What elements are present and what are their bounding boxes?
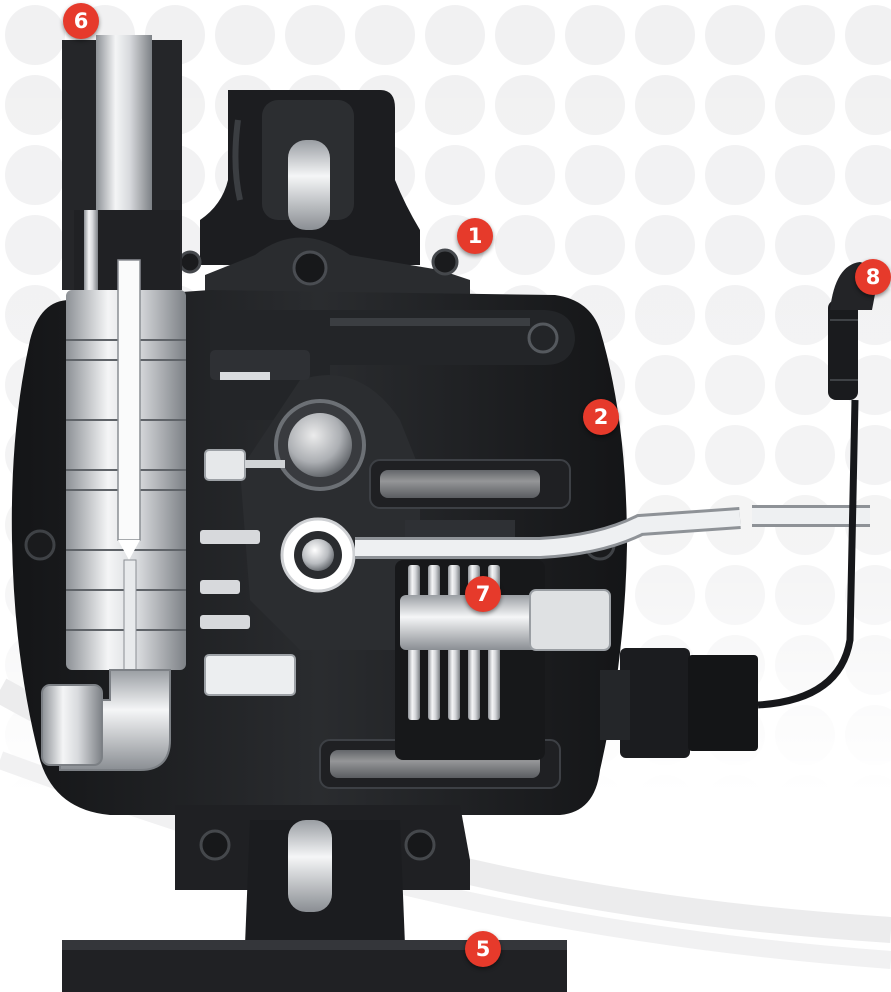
callout-7[interactable]: 7 bbox=[465, 576, 501, 612]
callout-7-label: 7 bbox=[475, 581, 491, 606]
callout-2-label: 2 bbox=[593, 404, 609, 429]
callout-5[interactable]: 5 bbox=[465, 931, 501, 967]
callout-2[interactable]: 2 bbox=[583, 399, 619, 435]
callout-8-label: 8 bbox=[865, 264, 881, 289]
valve-stack bbox=[41, 35, 186, 771]
callout-1[interactable]: 1 bbox=[457, 218, 493, 254]
cable-connector bbox=[600, 262, 880, 758]
callout-5-label: 5 bbox=[475, 936, 491, 961]
callout-8[interactable]: 8 bbox=[855, 259, 891, 295]
callout-6[interactable]: 6 bbox=[63, 3, 99, 39]
callout-6-label: 6 bbox=[73, 8, 89, 33]
pump-mechanism bbox=[200, 350, 611, 789]
callout-1-label: 1 bbox=[467, 223, 483, 248]
